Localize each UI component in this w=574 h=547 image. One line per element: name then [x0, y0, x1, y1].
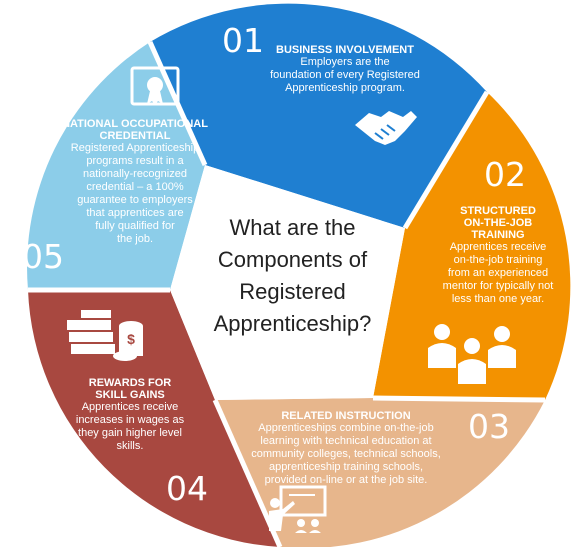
- segment-03-body-line: Apprenticeships combine on-the-job: [258, 422, 434, 434]
- segment-05-body-line: that apprentices are: [86, 207, 184, 219]
- segment-05-body-line: the job.: [116, 233, 154, 245]
- money-icon: $: [67, 310, 143, 361]
- segment-05-body-line: guarantee to employers: [77, 194, 193, 206]
- segment-03-body-line: community colleges, technical schools,: [251, 448, 441, 460]
- segment-03-body-line: apprenticeship training schools,: [268, 461, 424, 473]
- center-line: Apprenticeship?: [213, 311, 372, 336]
- segment-04-number: 04: [166, 469, 208, 508]
- handshake-icon: [355, 111, 417, 145]
- segment-02-text: STRUCTURED ON-THE-JOB TRAINING Apprentic…: [428, 205, 568, 306]
- segment-02-body-line: on-the-job training: [453, 254, 543, 266]
- segment-05-title-line: NATIONAL OCCUPATIONAL: [62, 118, 208, 130]
- segment-01-body-line: foundation of every Registered: [270, 69, 420, 81]
- center-line: What are the: [229, 215, 356, 240]
- segment-03-related-instruction: [215, 398, 545, 547]
- segment-02-structured-on-the-job-training: [373, 92, 571, 400]
- segment-01-text: BUSINESS INVOLVEMENT Employers are the f…: [255, 44, 435, 95]
- segment-03-title: RELATED INSTRUCTION: [281, 410, 411, 422]
- center-question: What are the Components of Registered Ap…: [205, 212, 380, 340]
- segment-05-body-line: programs result in a: [86, 155, 184, 167]
- segment-02-body-line: mentor for typically not: [442, 280, 554, 292]
- segment-04-body-line: increases in wages as: [75, 414, 185, 426]
- segment-05-text: NATIONAL OCCUPATIONAL CREDENTIAL Registe…: [50, 118, 220, 246]
- segment-05-body-line: Registered Apprenticeship: [70, 142, 200, 154]
- segment-04-title-line: REWARDS FOR: [88, 377, 172, 389]
- segment-03-text: RELATED INSTRUCTION Apprenticeships comb…: [226, 410, 466, 487]
- segment-02-number: 02: [484, 155, 526, 194]
- segment-05-body-line: fully qualified for: [95, 220, 175, 232]
- people-icon: [428, 324, 516, 384]
- segment-04-body-line: skills.: [116, 440, 144, 452]
- segment-01-business-involvement: [150, 3, 487, 229]
- segment-04-text: REWARDS FOR SKILL GAINS Apprentices rece…: [55, 377, 205, 453]
- center-pentagon: [170, 165, 405, 400]
- segment-02-body-line: less than one year.: [451, 293, 545, 305]
- segment-02-title-line: TRAINING: [471, 229, 525, 241]
- segment-05-number: 05: [22, 237, 64, 276]
- segment-02-body-line: Apprentices receive: [449, 241, 547, 253]
- segment-03-body-line: learning with technical education at: [260, 435, 432, 447]
- segment-01-body-line: Employers are the: [300, 56, 390, 68]
- segment-02-title-line: STRUCTURED: [460, 205, 536, 217]
- teacher-board-icon: [269, 485, 327, 533]
- segment-05-body-line: nationally-recognized: [83, 168, 187, 180]
- segment-05-title-line: CREDENTIAL: [99, 130, 171, 142]
- svg-text:$: $: [127, 331, 135, 347]
- center-line: Registered: [239, 279, 346, 304]
- segment-01-body-line: Apprenticeship program.: [285, 82, 405, 94]
- segment-01-title: BUSINESS INVOLVEMENT: [276, 44, 414, 56]
- segment-03-number: 03: [468, 407, 510, 446]
- segment-04-rewards-for-skill-gains: [28, 290, 280, 547]
- segment-05-body-line: credential – a 100%: [86, 181, 184, 193]
- segment-04-body-line: Apprentices receive: [81, 401, 179, 413]
- segment-02-title-line: ON-THE-JOB: [463, 217, 533, 229]
- segment-04-body-line: they gain higher level: [78, 427, 182, 439]
- center-line: Components of: [217, 247, 368, 272]
- segment-01-number: 01: [222, 21, 264, 60]
- segment-04-title-line: SKILL GAINS: [95, 389, 165, 401]
- segment-03-body-line: provided on-line or at the job site.: [264, 474, 428, 486]
- certificate-icon: [130, 66, 180, 106]
- segment-02-body-line: from an experienced: [447, 267, 549, 279]
